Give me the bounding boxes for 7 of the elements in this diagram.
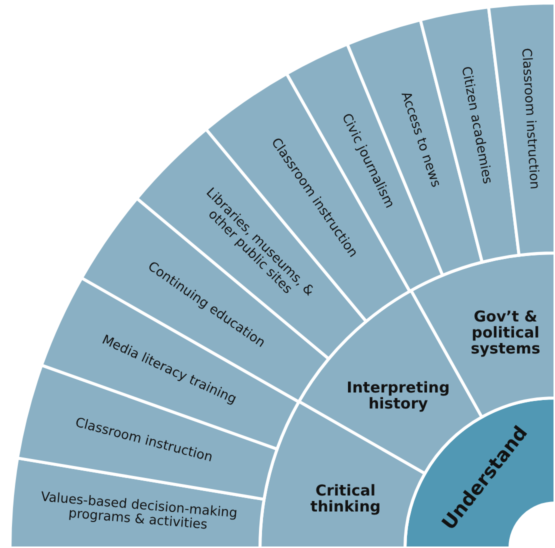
segment-label: Classroom instruction [518,48,540,190]
segment-label: Critical thinking [309,484,382,516]
segment-label: Citizen academies [458,66,494,186]
segment-label: Access to news [398,90,442,190]
segment-label: Values-based decision-making programs & activities [39,491,239,535]
segment-label: Gov’t & political systems [470,310,542,358]
segment-label: Interpreting history [346,380,451,412]
